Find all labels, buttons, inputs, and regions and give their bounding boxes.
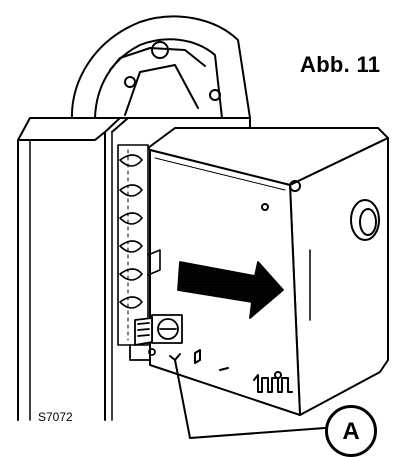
callout-a: A [325,405,377,457]
burner-housing [17,117,251,421]
fixing-screw [129,314,183,361]
figure-code: S7072 [38,410,73,424]
burner-flange [70,15,251,123]
callout-a-label: A [342,418,360,445]
figure-title: Abb. 11 [300,52,381,77]
direction-arrow [177,261,284,319]
connector-strip [117,144,161,346]
callout-leader-lines [169,353,326,439]
